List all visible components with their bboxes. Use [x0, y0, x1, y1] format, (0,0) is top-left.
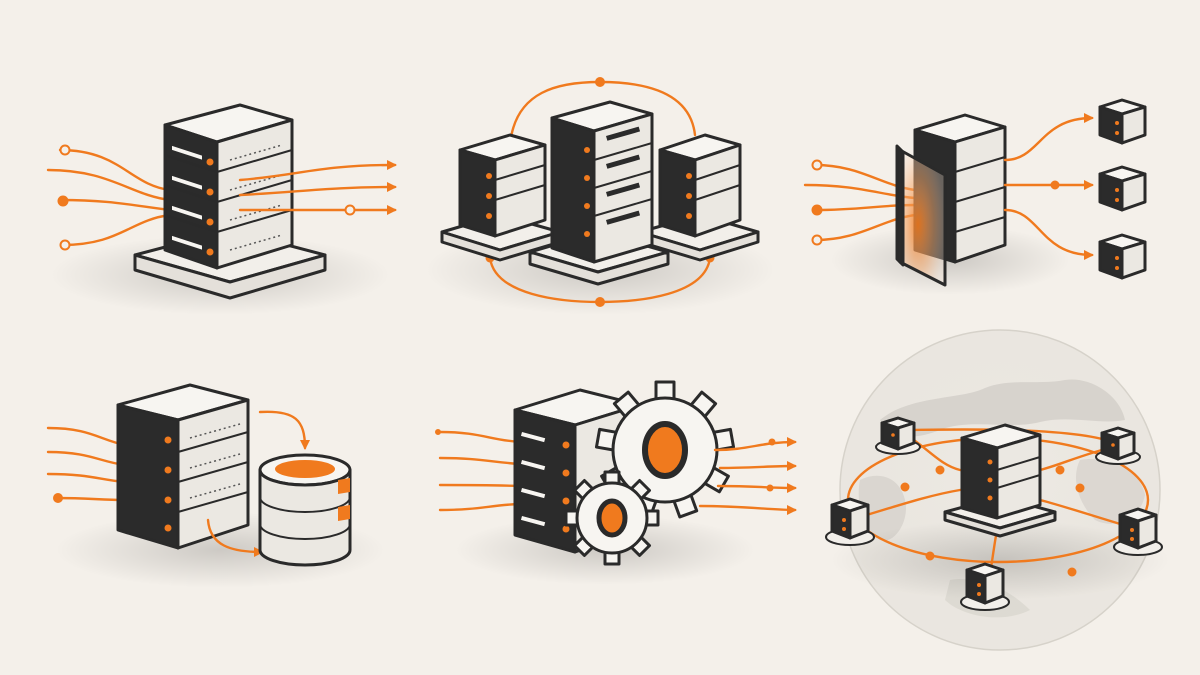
server-rack-icon	[550, 100, 654, 264]
inbound-flows	[435, 429, 522, 512]
server-rack-icon	[1098, 165, 1147, 212]
panel-firewall-distribution	[803, 98, 1147, 295]
panel-single-server	[46, 103, 397, 315]
server-rack-icon	[943, 423, 1057, 538]
server-rack-icon	[1098, 233, 1147, 280]
outbound-flows	[698, 437, 797, 515]
server-rack-icon	[825, 497, 875, 546]
server-rack-icon	[960, 562, 1010, 611]
panel-server-cluster	[425, 77, 775, 315]
gear-icon	[594, 380, 736, 519]
server-rack-icon	[875, 416, 921, 455]
server-rack-icon	[658, 133, 742, 238]
inbound-flows	[46, 426, 127, 503]
server-rack-icon	[163, 103, 294, 270]
gear-icon	[564, 470, 660, 566]
inbound-flows	[46, 144, 172, 251]
database-icon	[258, 453, 352, 567]
server-rack-icon	[1113, 507, 1163, 556]
server-rack-icon	[458, 133, 547, 238]
ground-shadow	[830, 520, 1170, 600]
panel-server-gears	[435, 380, 797, 585]
firewall-icon	[895, 144, 947, 287]
server-rack-icon	[1098, 98, 1147, 145]
outbound-flows	[1003, 113, 1094, 260]
server-rack-icon	[116, 383, 250, 550]
server-rack-icon	[1095, 426, 1141, 465]
panel-server-database	[46, 383, 385, 588]
panel-global-network	[825, 329, 1170, 651]
storage-flows	[206, 410, 310, 557]
outbound-flows	[238, 160, 397, 216]
